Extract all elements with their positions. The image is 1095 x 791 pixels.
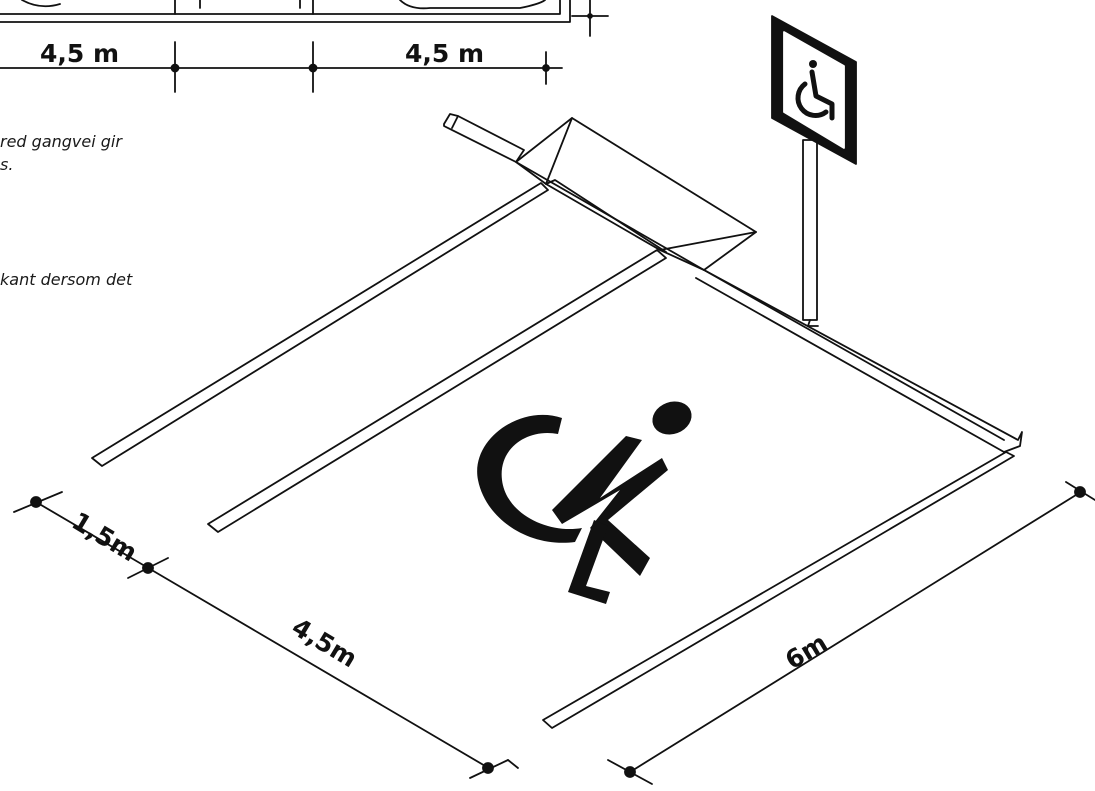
top-plan-view: 4,5 m 4,5 m [0, 0, 609, 93]
plan-car-outline [21, 0, 61, 8]
plan-border-inner [0, 0, 561, 15]
wheelchair-icon [795, 60, 835, 121]
dimension-label-depth: 6m [780, 628, 832, 675]
caption-line-2: s. [0, 155, 14, 174]
sidewalk-kerb [695, 269, 1023, 453]
ramp [515, 117, 757, 271]
dimension-left: 1,5m 4,5m [13, 491, 519, 779]
dimension-right: 6m [607, 481, 1095, 785]
dimension-label-top-left: 4,5 m [40, 39, 119, 68]
caption-line-3: kant dersom det [0, 270, 133, 289]
registration-mark [571, 0, 609, 37]
stall-line-right [542, 451, 1015, 729]
dimension-label-stall: 4,5m [287, 612, 362, 673]
wheelchair-icon [477, 401, 692, 604]
dimension-label-top-right: 4,5 m [405, 39, 484, 68]
plan-car-outline [399, 0, 546, 10]
dimension-label-aisle: 1,5m [67, 506, 142, 567]
top-dimension-line [0, 41, 563, 93]
kerb-strip [443, 113, 525, 163]
stall-line-middle [207, 249, 667, 533]
stall-line-left [91, 182, 549, 467]
parking-area [91, 15, 1023, 729]
parking-sign [771, 15, 857, 327]
caption-line-1: red gangvei gir [0, 132, 122, 151]
plan-border-outer [0, 0, 571, 23]
